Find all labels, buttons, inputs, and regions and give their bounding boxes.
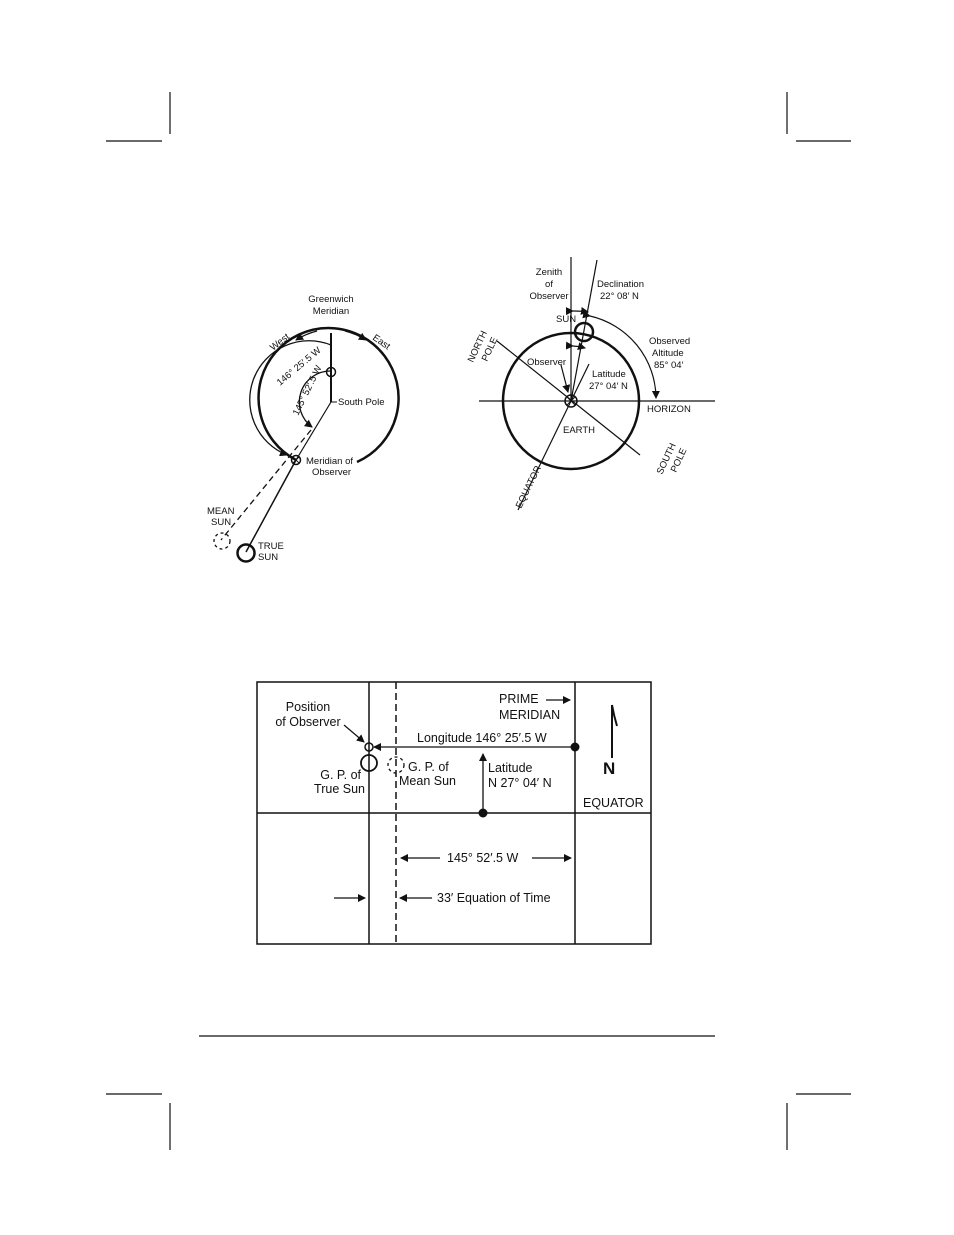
observer-label: Observer [527,357,566,368]
earth-circle [257,326,400,464]
prime-meridian-dot [570,742,580,752]
east-label: East [370,332,392,352]
observed-altitude-label-2: Altitude [652,348,684,359]
observed-altitude-label-3: 85° 04′ [654,360,684,371]
mean-sun-circle [213,532,231,550]
north-arrow [611,704,618,758]
true-sun-label-1: TRUE [258,541,284,552]
gp-true-sun-label-2: True Sun [314,782,365,796]
gp-true-sun-label-1: G. P. of [320,768,361,782]
earth-label: EARTH [563,425,595,436]
longitude-145-label: 145° 52′.5 W [447,851,518,865]
declination-label-2: 22° 08′ N [600,291,639,302]
south-pole-label: South Pole [338,397,384,408]
observer-marker-right [564,394,578,408]
gp-mean-sun-label-1: G. P. of [408,760,449,774]
observed-altitude-label-1: Observed [649,336,690,347]
gp-mean-sun-circle [387,756,405,774]
altitude-diagram: Zenith of Observer Declination 22° 08′ N… [466,257,715,510]
longitude-diagram: Greenwich Meridian West East 146° 25′.5 … [207,294,400,563]
prime-meridian-label-2: MERIDIAN [499,708,560,722]
equator-label: EQUATOR [514,464,544,510]
position-observer-label-1: Position [286,700,331,714]
greenwich-marker [325,366,337,378]
meridian-observer-label-2: Observer [312,467,351,478]
north-label: N [603,759,615,778]
greenwich-label-1: Greenwich [308,294,353,305]
prime-meridian-label-1: PRIME [499,692,539,706]
west-label: West [268,331,292,353]
zenith-label-3: Observer [529,291,568,302]
zenith-label-2: of [545,279,553,290]
true-sun-circle [236,543,256,563]
observer-marker [290,454,302,466]
true-sun-label-2: SUN [258,552,278,563]
sun-label: SUN [556,314,576,325]
equation-of-time-label: 33′ Equation of Time [437,891,551,905]
position-observer-label-2: of Observer [275,715,340,729]
latitude-label-1: Latitude [488,761,533,775]
ground-position-diagram: Position of Observer PRIME MERIDIAN Long… [256,681,652,945]
latitude-label-2: N 27° 04′ N [488,776,552,790]
latitude-label-2: 27° 04′ N [589,381,628,392]
equator-line [517,400,572,511]
meridian-observer-label-1: Meridian of [306,456,353,467]
equator-dot [478,808,488,818]
mean-sun-label-2: SUN [211,517,231,528]
horizon-label: HORIZON [647,404,691,415]
declination-label-1: Declination [597,279,644,290]
zenith-label-1: Zenith [536,267,562,278]
latitude-label-1: Latitude [592,369,626,380]
greenwich-label-2: Meridian [313,306,349,317]
crop-marks [106,92,851,1150]
observer-position-marker [364,742,374,752]
mean-sun-label-1: MEAN [207,506,235,517]
equator-label: EQUATOR [583,796,644,810]
gp-mean-sun-label-2: Mean Sun [399,774,456,788]
gp-true-sun-circle [360,754,378,772]
longitude-label: Longitude 146° 25′.5 W [417,731,547,745]
